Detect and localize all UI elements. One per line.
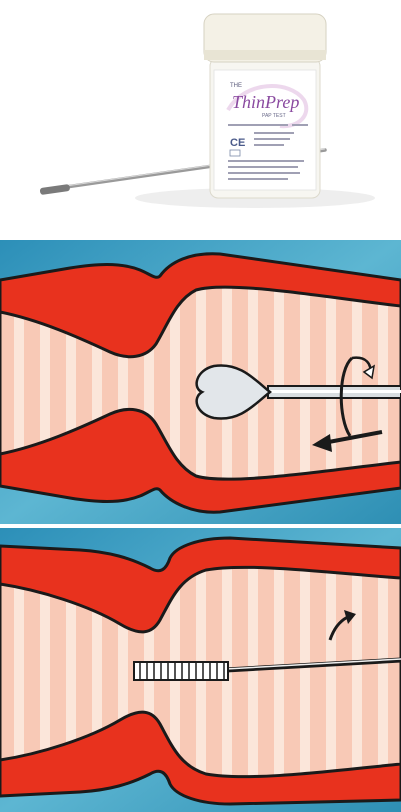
product-photo: THE ThinPrep PAP TEST CE — [0, 0, 401, 240]
cytobrush-illustration — [0, 528, 401, 812]
specimen-jar: THE ThinPrep PAP TEST CE — [204, 14, 326, 198]
ce-mark: CE — [230, 137, 245, 149]
illustration-canvas-2 — [0, 528, 401, 812]
photo-canvas: THE ThinPrep PAP TEST CE — [0, 0, 401, 240]
brush-bristles — [134, 662, 228, 680]
brand-suffix: PAP TEST — [262, 113, 286, 119]
brand-prefix: THE — [230, 83, 242, 89]
brand-name: ThinPrep — [232, 92, 299, 112]
illustration-canvas-1 — [0, 240, 401, 524]
spatula-illustration — [0, 240, 401, 524]
